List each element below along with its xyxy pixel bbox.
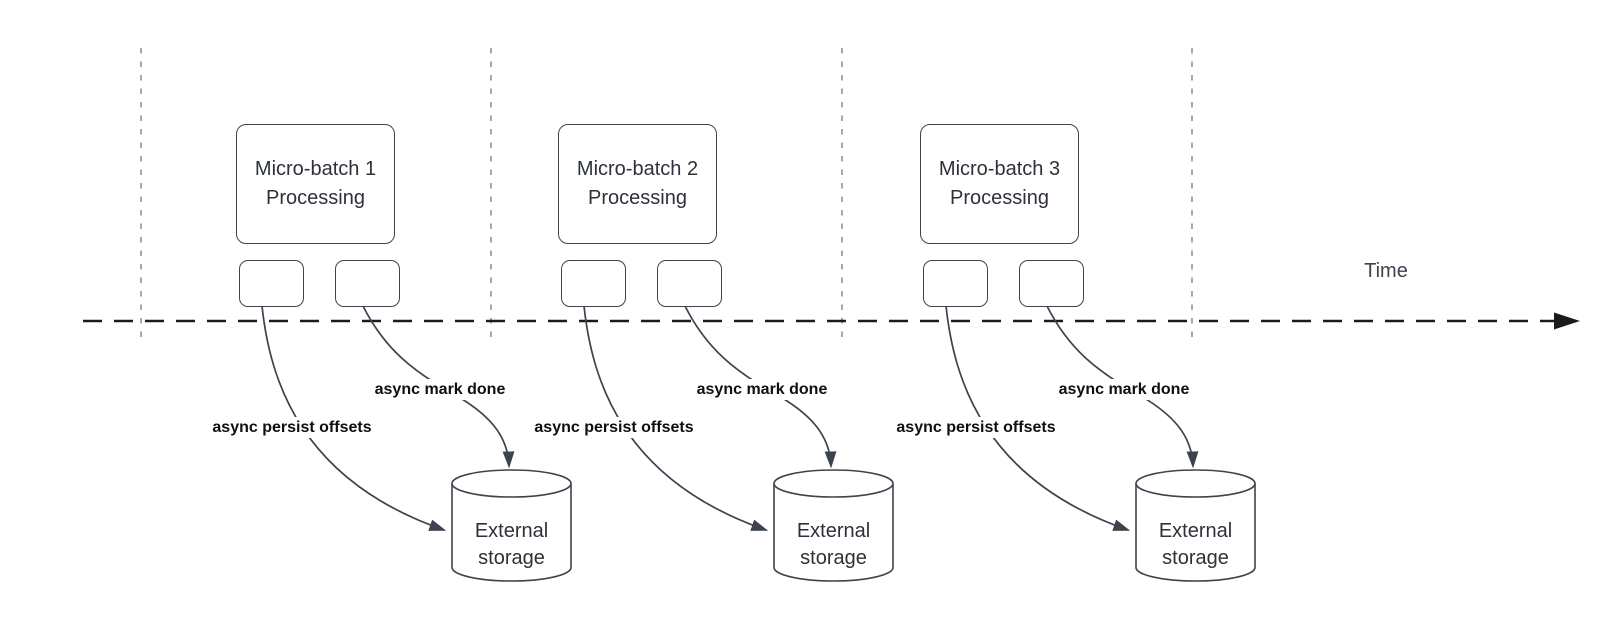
async-mark-done-label-2: async mark done (686, 379, 838, 400)
micro-batch-1-processing-box: Micro-batch 1 Processing (236, 124, 395, 244)
async-mark-done-label-3: async mark done (1048, 379, 1200, 400)
cylinder-shape-icon (1135, 469, 1256, 582)
persist-offsets-task-box-3 (923, 260, 988, 307)
cylinder-shape-icon (773, 469, 894, 582)
persist-offsets-task-box-2 (561, 260, 626, 307)
async-persist-offsets-label-3: async persist offsets (881, 417, 1071, 438)
micro-batch-3-processing-label: Micro-batch 3 Processing (938, 158, 1061, 209)
micro-batch-2-processing-label: Micro-batch 2 Processing (576, 158, 699, 209)
external-storage-cylinder-3: External storage (1135, 469, 1256, 594)
external-storage-label-2: External storage (796, 519, 871, 569)
external-storage-cylinder-2: External storage (773, 469, 894, 594)
micro-batch-3-processing-box: Micro-batch 3 Processing (920, 124, 1079, 244)
time-axis-arrowhead (1554, 312, 1580, 330)
cylinder-shape-icon (451, 469, 572, 582)
mark-done-task-box-3 (1019, 260, 1084, 307)
mark-done-task-box-2 (657, 260, 722, 307)
mark-done-task-box-1 (335, 260, 400, 307)
time-axis-label: Time (1364, 260, 1408, 282)
persist-offsets-task-box-1 (239, 260, 304, 307)
async-persist-offsets-label-2: async persist offsets (519, 417, 709, 438)
async-mark-done-label-1: async mark done (364, 379, 516, 400)
micro-batch-1-processing-label: Micro-batch 1 Processing (254, 158, 377, 209)
async-persist-offsets-label-1: async persist offsets (197, 417, 387, 438)
external-storage-label-3: External storage (1158, 519, 1233, 569)
external-storage-cylinder-1: External storage (451, 469, 572, 594)
section-micro-batch-3: Micro-batch 3 Processing async persist o… (684, 0, 1324, 642)
section-micro-batch-1: Micro-batch 1 Processing async persist o… (0, 0, 640, 642)
section-micro-batch-2: Micro-batch 2 Processing async persist o… (322, 0, 962, 642)
micro-batch-2-processing-box: Micro-batch 2 Processing (558, 124, 717, 244)
external-storage-label-1: External storage (474, 519, 549, 569)
